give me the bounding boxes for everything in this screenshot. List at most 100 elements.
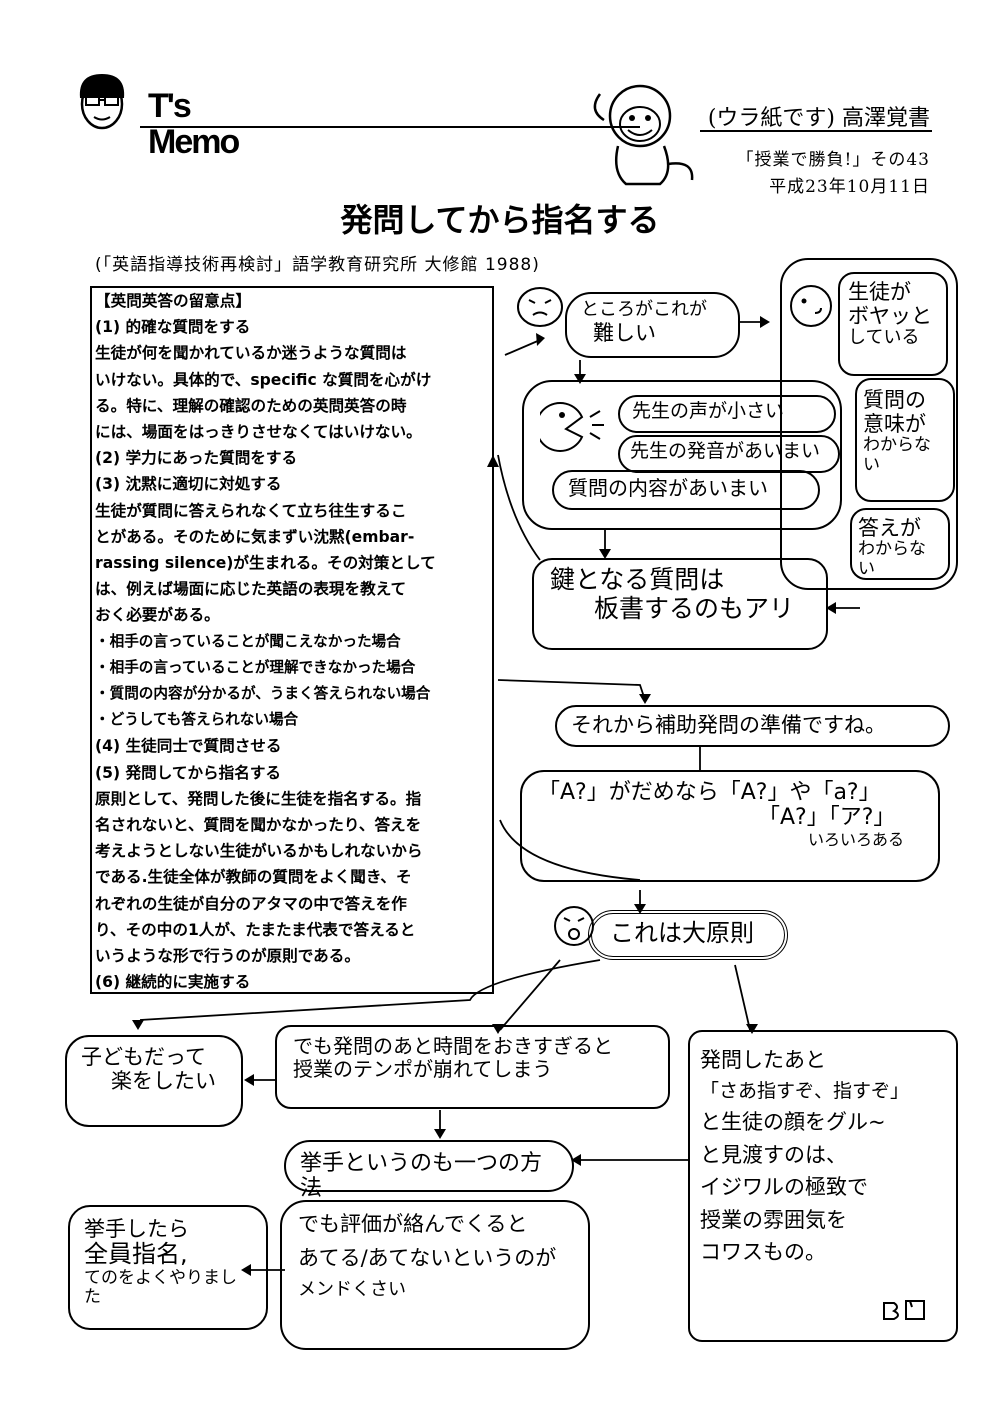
guideline-line: いけない。具体的で、specific な質問を心がけ xyxy=(95,370,432,389)
guideline-line: ・どうしても答えられない場合 xyxy=(95,711,299,729)
face-icon xyxy=(788,283,834,329)
series-number: 「授業で勝負!」その43 xyxy=(736,150,930,170)
guideline-heading: 【英問英答の留意点】 xyxy=(95,292,251,310)
raise-hand-note: 挙手というのも一つの方法 xyxy=(284,1140,574,1201)
guideline-line: (6) 継続的に実施する xyxy=(95,973,251,992)
guideline-line: 生徒が質問に答えられなくて立ち往生するこ xyxy=(95,501,407,520)
guideline-line: とがある。そのために気まずい沈黙(embar- xyxy=(95,527,415,546)
guideline-line: rassing silence)が生まれる。その対策として xyxy=(95,554,436,573)
cause-text: している xyxy=(848,327,920,349)
causes-group xyxy=(522,380,842,530)
kids-line: 子どもだって xyxy=(81,1045,206,1069)
guideline-line: 名されないと、質問を聞かなかったり、答えを xyxy=(95,816,422,835)
guideline-line: (1) 的確な質問をする xyxy=(95,318,251,337)
guideline-line: (4) 生徒同士で質問させる xyxy=(95,737,282,756)
alternatives-note: 「A?」がだめなら「A?」や「a?」 「A?」「ア?」 いろいろある xyxy=(520,770,940,882)
guideline-line: は、例えば場面に応じた英語の表現を教えて xyxy=(95,580,407,599)
cause-text: わからない xyxy=(858,539,926,579)
kids-line: 楽をしたい xyxy=(111,1069,216,1094)
guideline-line: れぞれの生徒が自分のアタマの中で答えを作 xyxy=(95,894,407,913)
guideline-line: 考えようとしない生徒がいるかもしれないから xyxy=(95,842,423,861)
evaluation-note: でも評価が絡んでくると あてる/あてないというのが メンドくさい xyxy=(280,1200,590,1350)
guideline-line: には、場面をはっきりさせなくてはいけない。 xyxy=(95,423,422,442)
key-question-note: 鍵となる質問は 板書するのもアリ xyxy=(532,558,828,650)
cause-text: 先生の声が小さい xyxy=(632,400,785,422)
difficulty-bubble: ところがこれが 難しい xyxy=(565,292,740,358)
subtitle-rule xyxy=(700,130,932,132)
cause-text: 意味が xyxy=(863,412,926,437)
mean-line: と生徒の顔をグル~ xyxy=(700,1109,886,1134)
cause-student-vague: 生徒が ボヤッと している xyxy=(838,272,948,376)
mean-line: イジワルの極致で xyxy=(700,1175,868,1200)
guideline-line: (3) 沈黙に適切に対処する xyxy=(95,475,282,494)
cause-text: 生徒が xyxy=(848,280,911,304)
cause-content-vague: 質問の内容があいまい xyxy=(552,470,820,510)
frowning-face-icon xyxy=(515,285,565,329)
page-title: 発問してから指名する xyxy=(340,201,660,239)
practice-note: 挙手したら 全員指名, てのをよくやりました xyxy=(68,1205,268,1330)
practice-line: てのをよくやりました xyxy=(84,1267,237,1308)
guideline-line: 原則として、発問した後に生徒を指名する。指 xyxy=(95,789,422,808)
practice-line: 挙手したら xyxy=(84,1217,189,1241)
difficulty-line: 難しい xyxy=(593,320,656,345)
guideline-line: 生徒が何を聞かれているか迷うような質問は xyxy=(95,344,407,363)
guideline-line: である.生徒全体が教師の質問をよく聞き、そ xyxy=(95,868,412,887)
cause-text: 質問の内容があいまい xyxy=(568,476,768,500)
guideline-line: り、その中の1人が、たまたま代表で答えると xyxy=(95,920,416,939)
issue-date: 平成23年10月11日 xyxy=(769,177,930,197)
mean-line: 授業の雰囲気を xyxy=(700,1207,847,1232)
guideline-line: おく必要がある。 xyxy=(95,606,220,625)
cause-answer-unknown: 答えが わからない xyxy=(850,508,950,580)
guideline-text: 【英問英答の留意点】 (1) 的確な質問をする 生徒が何を聞かれているか迷うよう… xyxy=(95,288,483,995)
guideline-line: ・相手の言っていることが聞こえなかった場合 xyxy=(95,632,401,650)
tempo-line: でも発問のあと時間をおきすぎると xyxy=(293,1034,613,1058)
alt-line: いろいろある xyxy=(808,829,905,849)
difficulty-line: ところがこれが xyxy=(581,299,707,320)
guideline-line: (2) 学力にあった質問をする xyxy=(95,449,298,468)
tempo-line: 授業のテンポが崩れてしまう xyxy=(293,1057,553,1081)
author-portrait xyxy=(74,70,130,132)
key-line: 鍵となる質問は xyxy=(550,565,725,594)
cause-text: わからない xyxy=(863,435,931,475)
practice-line: 全員指名, xyxy=(84,1240,188,1269)
mean-line: 発問したあと xyxy=(700,1048,826,1072)
guideline-line: (5) 発問してから指名する xyxy=(95,763,282,782)
logo-text: T's Memo xyxy=(148,87,240,161)
cause-meaning-unknown: 質問の 意味が わからない xyxy=(855,378,955,502)
eval-line: でも評価が絡んでくると xyxy=(298,1212,528,1236)
alt-line: 「A?」「ア?」 xyxy=(758,805,896,831)
guideline-line: ・質問の内容が分かるが、うまく答えられない場合 xyxy=(95,685,431,703)
eval-line: あてる/あてないというのが xyxy=(298,1246,557,1271)
principle-text: これは大原則 xyxy=(610,919,754,947)
guideline-line: ・相手の言っていることが理解できなかった場合 xyxy=(95,658,416,676)
guideline-box xyxy=(90,286,494,994)
monkey-illustration xyxy=(582,80,700,192)
guideline-line: る。特に、理解の確認のための英問英答の時 xyxy=(95,396,407,415)
prep-text: それから補助発問の準備ですね。 xyxy=(571,713,886,737)
memo-subtitle: (ウラ紙です) 高澤覚書 xyxy=(707,106,930,131)
guideline-line: いうような形で行うのが原則である。 xyxy=(95,947,360,966)
raise-text: 挙手というのも一つの方法 xyxy=(300,1151,543,1202)
cause-text: 質問の xyxy=(863,388,926,412)
header-rule xyxy=(140,126,640,128)
scribble-doodle-icon xyxy=(880,1295,930,1325)
cause-pronunciation-vague: 先生の発音があいまい xyxy=(618,435,840,473)
mean-line: と見渡すのは、 xyxy=(700,1142,847,1167)
cause-voice-small: 先生の声が小さい xyxy=(618,395,836,433)
prep-note: それから補助発問の準備ですね。 xyxy=(555,705,950,747)
cause-text: ボヤッと xyxy=(848,304,932,329)
cause-text: 答えが xyxy=(858,516,921,540)
student-causes-group xyxy=(780,258,958,590)
tempo-note: でも発問のあと時間をおきすぎると 授業のテンポが崩れてしまう xyxy=(275,1025,670,1109)
eval-line: メンドくさい xyxy=(298,1279,406,1301)
mean-line: 「さあ指すぞ、指すぞ」 xyxy=(700,1079,910,1102)
mean-line: コワスもの。 xyxy=(700,1240,826,1265)
kids-note: 子どもだって 楽をしたい xyxy=(65,1035,243,1127)
principle-note: これは大原則 xyxy=(588,910,788,960)
alt-line: 「A?」がだめなら「A?」や「a?」 xyxy=(538,780,881,805)
source-citation: (「英語指導技術再検討」語学教育研究所 大修館 1988) xyxy=(95,255,540,275)
mean-behavior-note: 発問したあと 「さあ指すぞ、指すぞ」 と生徒の顔をグル~ と見渡すのは、 イジワ… xyxy=(688,1030,958,1342)
key-line: 板書するのもアリ xyxy=(594,593,795,623)
cause-text: 先生の発音があいまい xyxy=(630,440,821,462)
